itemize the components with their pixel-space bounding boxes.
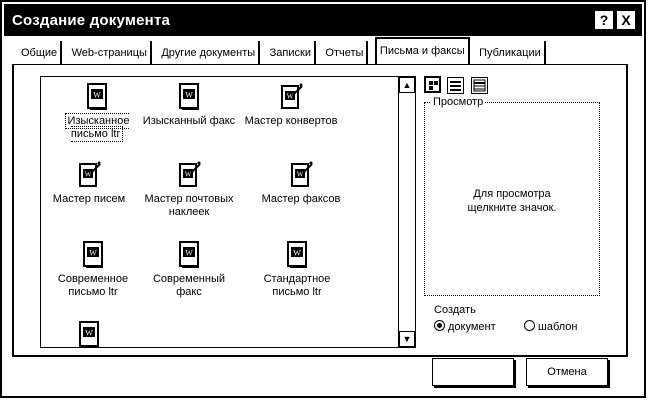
- wizard-icon: W: [289, 161, 313, 189]
- large-icons-view-icon[interactable]: [424, 76, 441, 93]
- radio-template[interactable]: шаблон: [524, 320, 577, 333]
- word-doc-icon: W: [177, 83, 201, 111]
- svg-text:W: W: [85, 171, 92, 179]
- template-item[interactable]: W Изысканное письмо ltr: [47, 83, 147, 142]
- tab-publications[interactable]: Публикации: [476, 41, 546, 65]
- view-buttons: [424, 76, 490, 98]
- template-item[interactable]: W Современный факс: [139, 241, 239, 299]
- template-label: Мастер факсов: [261, 193, 341, 205]
- details-view-icon[interactable]: [470, 77, 488, 94]
- svg-text:W: W: [89, 249, 97, 258]
- word-doc-icon: W: [85, 83, 109, 111]
- template-item[interactable]: W Мастер писем: [41, 161, 139, 206]
- svg-text:W: W: [293, 249, 301, 258]
- word-doc-icon: W: [177, 241, 201, 269]
- scroll-up-icon[interactable]: ▲: [399, 77, 415, 93]
- template-label: Стандартное письмо ltr: [263, 273, 331, 298]
- radio-selected-icon: [434, 320, 445, 331]
- template-item[interactable]: W Изысканный факс: [139, 83, 239, 128]
- ok-button[interactable]: [432, 358, 514, 386]
- template-label: Современное письмо ltr: [57, 273, 129, 298]
- svg-text:W: W: [185, 91, 193, 100]
- preview-message: Для просмотра щелкните значок.: [467, 188, 557, 214]
- cancel-button[interactable]: Отмена: [526, 358, 608, 386]
- radio-unselected-icon: [524, 320, 535, 331]
- close-button[interactable]: X: [616, 10, 636, 30]
- tab-web-pages[interactable]: Web-страницы: [69, 41, 152, 65]
- svg-text:W: W: [185, 249, 193, 258]
- tab-panel: [12, 64, 628, 357]
- list-view-icon[interactable]: [447, 77, 465, 94]
- wizard-icon: W: [177, 161, 201, 189]
- tab-letters-faxes[interactable]: Письма и факсы: [374, 37, 470, 65]
- svg-text:W: W: [287, 93, 294, 101]
- tab-strip: Общие Web-страницы Другие документы Запи…: [18, 37, 548, 65]
- wizard-icon: W: [77, 161, 101, 189]
- template-label: Изысканный факс: [142, 115, 236, 127]
- template-label: Мастер почтовых наклеек: [144, 193, 234, 218]
- template-item[interactable]: W: [41, 321, 139, 347]
- template-item[interactable]: W Мастер факсов: [251, 161, 351, 206]
- word-doc-icon: W: [285, 241, 309, 269]
- template-item[interactable]: W Современное письмо ltr: [43, 241, 143, 299]
- svg-text:W: W: [297, 171, 304, 179]
- tab-reports[interactable]: Отчеты: [322, 41, 369, 65]
- template-label: Изысканное письмо ltr: [64, 113, 130, 142]
- scroll-down-icon[interactable]: ▼: [399, 331, 415, 347]
- preview-box: Просмотр Для просмотра щелкните значок.: [424, 96, 600, 296]
- new-document-dialog: Создание документа ? X Общие Web-страниц…: [0, 0, 646, 398]
- tab-other-documents[interactable]: Другие документы: [158, 41, 261, 65]
- create-label: Создать: [434, 304, 476, 316]
- template-list[interactable]: W Изысканное письмо ltr W Изысканный фак…: [40, 76, 416, 348]
- preview-label: Просмотр: [431, 96, 486, 108]
- template-item[interactable]: W Стандартное письмо ltr: [247, 241, 347, 299]
- template-item[interactable]: W Мастер конвертов: [241, 83, 341, 128]
- word-doc-icon: W: [81, 241, 105, 269]
- svg-text:W: W: [85, 329, 93, 338]
- template-label: Мастер конвертов: [244, 115, 338, 127]
- create-group: Создать документ шаблон: [424, 304, 600, 344]
- word-doc-icon: W: [77, 321, 101, 347]
- template-label: Мастер писем: [52, 193, 126, 205]
- template-label: Современный факс: [152, 273, 226, 298]
- title-bar[interactable]: Создание документа ? X: [4, 4, 642, 36]
- tab-general[interactable]: Общие: [18, 41, 63, 65]
- radio-document[interactable]: документ: [434, 320, 496, 333]
- help-button[interactable]: ?: [594, 10, 614, 30]
- dialog-title: Создание документа: [12, 12, 171, 29]
- template-item[interactable]: W Мастер почтовых наклеек: [139, 161, 239, 219]
- svg-text:W: W: [185, 171, 192, 179]
- wizard-icon: W: [279, 83, 303, 111]
- svg-text:W: W: [93, 91, 101, 100]
- list-scrollbar[interactable]: ▲ ▼: [398, 77, 415, 347]
- tab-memos[interactable]: Записки: [267, 41, 316, 65]
